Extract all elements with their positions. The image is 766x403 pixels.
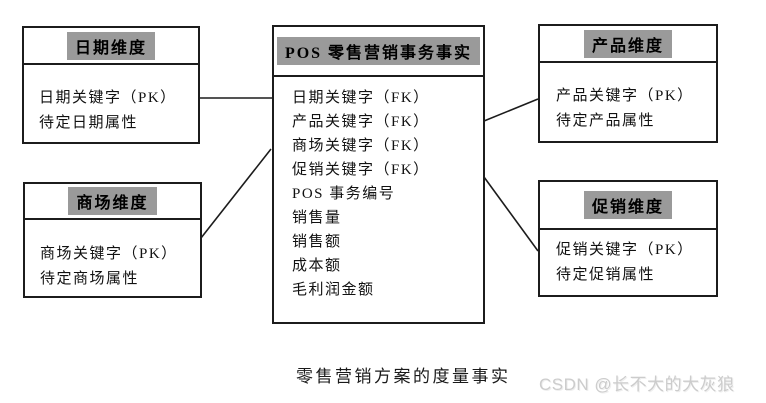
promotion-dimension-box: 促销维度 促销关键字（PK） 待定促销属性 <box>538 180 718 297</box>
date-dimension-box: 日期维度 日期关键字（PK） 待定日期属性 <box>22 26 200 144</box>
pos-fact-table-title: POS 零售营销事务事实 <box>276 37 481 65</box>
field: 待定促销属性 <box>556 267 656 283</box>
pos-fact-table-fields: 日期关键字（FK） 产品关键字（FK） 商场关键字（FK） 促销关键字（FK） … <box>274 77 483 302</box>
connector-store-to-fact <box>200 148 272 239</box>
promotion-dimension-header: 促销维度 <box>540 182 716 230</box>
field: 日期关键字（PK） <box>39 90 177 106</box>
field: 产品关键字（FK） <box>292 114 430 130</box>
date-dimension-fields: 日期关键字（PK） 待定日期属性 <box>24 65 198 136</box>
store-dimension-header: 商场维度 <box>25 184 200 220</box>
field: 待定产品属性 <box>556 113 656 129</box>
diagram-caption: 零售营销方案的度量事实 <box>296 367 511 386</box>
store-dimension-box: 商场维度 商场关键字（PK） 待定商场属性 <box>23 182 202 298</box>
store-dimension-title: 商场维度 <box>68 187 157 215</box>
connector-fact-to-product <box>483 98 539 122</box>
date-dimension-header: 日期维度 <box>24 28 198 65</box>
product-dimension-box: 产品维度 产品关键字（PK） 待定产品属性 <box>538 24 718 143</box>
field: 产品关键字（PK） <box>556 88 694 104</box>
promotion-dimension-fields: 促销关键字（PK） 待定促销属性 <box>540 230 716 288</box>
product-dimension-fields: 产品关键字（PK） 待定产品属性 <box>540 63 716 134</box>
date-dimension-title: 日期维度 <box>66 31 155 60</box>
store-dimension-fields: 商场关键字（PK） 待定商场属性 <box>25 220 200 292</box>
field: 商场关键字（FK） <box>292 138 430 154</box>
field: 销售量 <box>292 210 342 226</box>
connector-fact-to-promotion <box>483 176 539 252</box>
pos-fact-table-box: POS 零售营销事务事实 日期关键字（FK） 产品关键字（FK） 商场关键字（F… <box>272 25 485 324</box>
product-dimension-title: 产品维度 <box>583 29 672 58</box>
field: 商场关键字（PK） <box>40 246 178 262</box>
csdn-watermark: CSDN @长不大的大灰狼 <box>539 375 735 394</box>
field: 成本额 <box>292 258 342 274</box>
product-dimension-header: 产品维度 <box>540 26 716 63</box>
field: POS 事务编号 <box>292 186 396 202</box>
field: 待定日期属性 <box>39 115 139 131</box>
field: 促销关键字（FK） <box>292 162 430 178</box>
field: 销售额 <box>292 234 342 250</box>
field: 日期关键字（FK） <box>292 90 430 106</box>
field: 促销关键字（PK） <box>556 242 694 258</box>
field: 待定商场属性 <box>40 271 140 287</box>
field: 毛利润金额 <box>292 282 375 298</box>
promotion-dimension-title: 促销维度 <box>583 191 672 219</box>
pos-fact-table-header: POS 零售营销事务事实 <box>274 27 483 77</box>
